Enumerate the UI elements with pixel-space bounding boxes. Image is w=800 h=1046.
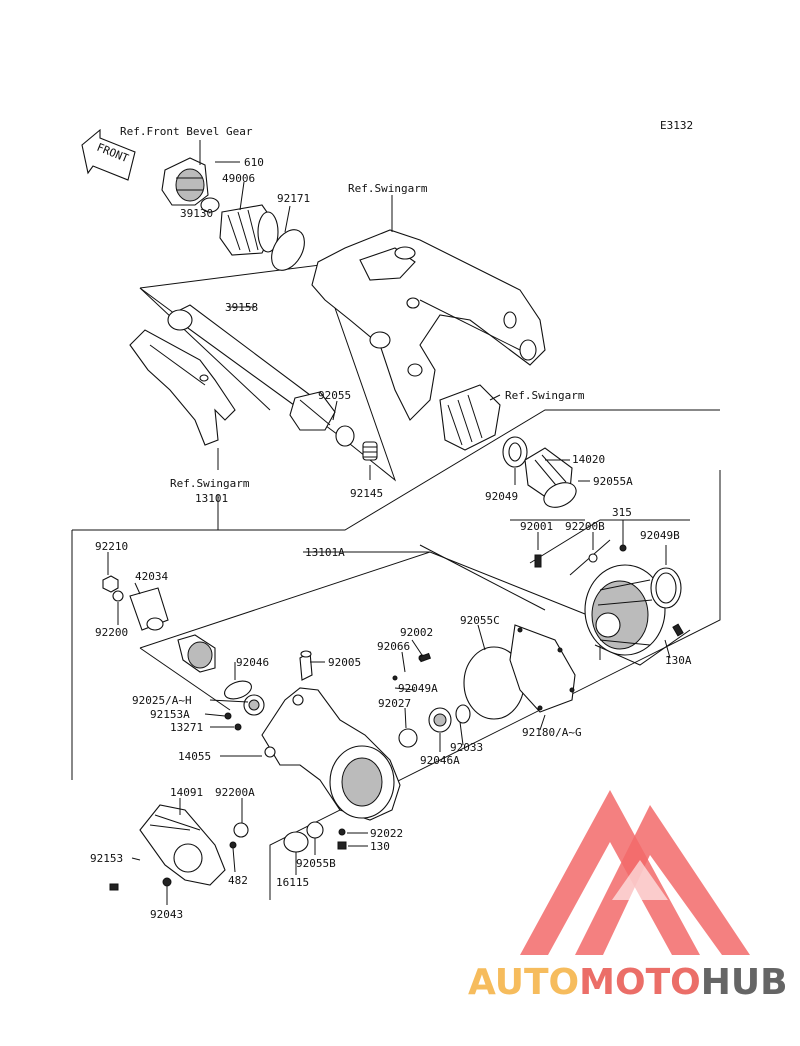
pin-13271 <box>234 723 242 731</box>
rear-boot <box>439 384 501 451</box>
collar-92027 <box>398 728 418 748</box>
code-label: E3132 <box>660 119 693 132</box>
washer-92200b <box>588 553 598 563</box>
label-92055b: 92055B <box>296 857 336 870</box>
bolt-130 <box>337 841 347 850</box>
pin-315 <box>619 544 627 552</box>
nut-92210 <box>102 575 119 593</box>
watermark-moto: MOTO <box>579 962 701 1003</box>
pin-482 <box>229 841 237 849</box>
watermark-auto: AUTO <box>468 962 579 1003</box>
label-92145: 92145 <box>350 487 383 500</box>
label-39158: 39158 <box>225 301 258 314</box>
label-92022: 92022 <box>370 827 403 840</box>
label-ref-swingarm-mid: Ref.Swingarm <box>505 389 585 402</box>
rubber-boot <box>219 204 279 256</box>
washer-92200 <box>112 590 124 602</box>
label-130a: 130A <box>665 654 692 667</box>
final-gear-case <box>261 650 401 821</box>
pin-92049a <box>392 675 398 681</box>
label-92046a: 92046A <box>420 754 460 767</box>
label-130: 130 <box>370 840 390 853</box>
bolt-92001 <box>534 554 542 568</box>
label-315: 315 <box>612 506 632 519</box>
label-92055: 92055 <box>318 389 351 402</box>
pin-92043 <box>162 877 172 887</box>
label-42034: 42034 <box>135 570 168 583</box>
washer-92200a <box>233 822 249 838</box>
watermark-logo-icon <box>520 790 750 955</box>
label-14055: 14055 <box>178 750 211 763</box>
leader-lines <box>107 140 671 905</box>
front-bevel-gear <box>161 157 220 213</box>
label-92171: 92171 <box>277 192 310 205</box>
cap-16115 <box>283 831 309 853</box>
pinion-gear <box>177 634 216 673</box>
label-92033: 92033 <box>450 741 483 754</box>
label-92049b: 92049B <box>640 529 680 542</box>
ring-gear <box>584 564 666 656</box>
label-92055a: 92055A <box>593 475 633 488</box>
bolt-130a <box>672 623 684 637</box>
washer-92022 <box>338 828 346 836</box>
ring-92046 <box>224 680 252 700</box>
label-ref-front-bevel-gear: Ref.Front Bevel Gear <box>120 125 253 138</box>
label-49006: 49006 <box>222 172 255 185</box>
case-cover <box>509 624 576 713</box>
label-13101: 13101 <box>195 492 228 505</box>
clamp-band <box>271 229 305 271</box>
swingarm-cover <box>129 329 236 446</box>
label-92153a: 92153A <box>150 708 190 721</box>
pin-92153a <box>224 712 232 720</box>
swingarm <box>311 229 546 421</box>
label-13101a: 13101A <box>305 546 345 559</box>
watermark-hub: HUB <box>701 962 788 1003</box>
label-14020: 14020 <box>572 453 605 466</box>
rear-housing <box>139 804 226 886</box>
watermark-text: AUTOMOTOHUB <box>468 962 788 1003</box>
label-92005: 92005 <box>328 656 361 669</box>
front-arrow-icon: FRONT <box>81 128 136 181</box>
label-16115: 16115 <box>276 876 309 889</box>
o-ring <box>335 425 355 447</box>
part-labels: E3132 Ref.Front Bevel Gear 610 49006 921… <box>90 119 693 921</box>
label-482: 482 <box>228 874 248 887</box>
label-92066: 92066 <box>377 640 410 653</box>
bearing-92025 <box>243 694 265 716</box>
label-610: 610 <box>244 156 264 169</box>
label-92049: 92049 <box>485 490 518 503</box>
bolt-92153 <box>109 883 119 891</box>
label-92001: 92001 <box>520 520 553 533</box>
sleeve-42034 <box>129 587 169 631</box>
label-92055c: 92055C <box>460 614 500 627</box>
circlip-92033 <box>455 704 471 724</box>
label-92049a: 92049A <box>398 682 438 695</box>
label-ref-swingarm-left: Ref.Swingarm <box>170 477 250 490</box>
label-92046: 92046 <box>236 656 269 669</box>
label-14091: 14091 <box>170 786 203 799</box>
svg-text:AUTOMOTOHUB: AUTOMOTOHUB <box>468 962 788 1003</box>
label-92002: 92002 <box>400 626 433 639</box>
label-92180: 92180/A~G <box>522 726 582 739</box>
label-92025: 92025/A~H <box>132 694 192 707</box>
label-92200: 92200 <box>95 626 128 639</box>
label-92043: 92043 <box>150 908 183 921</box>
o-ring-b <box>306 821 324 839</box>
drive-shaft <box>167 304 336 431</box>
label-92027: 92027 <box>378 697 411 710</box>
label-92200a: 92200A <box>215 786 255 799</box>
o-ring-a <box>543 482 577 508</box>
label-ref-swingarm-top: Ref.Swingarm <box>348 182 428 195</box>
label-92210: 92210 <box>95 540 128 553</box>
bolt-92002 <box>418 652 432 663</box>
label-92200b: 92200B <box>565 520 605 533</box>
label-39130: 39130 <box>180 207 213 220</box>
spring <box>362 441 378 461</box>
label-92153: 92153 <box>90 852 123 865</box>
label-13271: 13271 <box>170 721 203 734</box>
